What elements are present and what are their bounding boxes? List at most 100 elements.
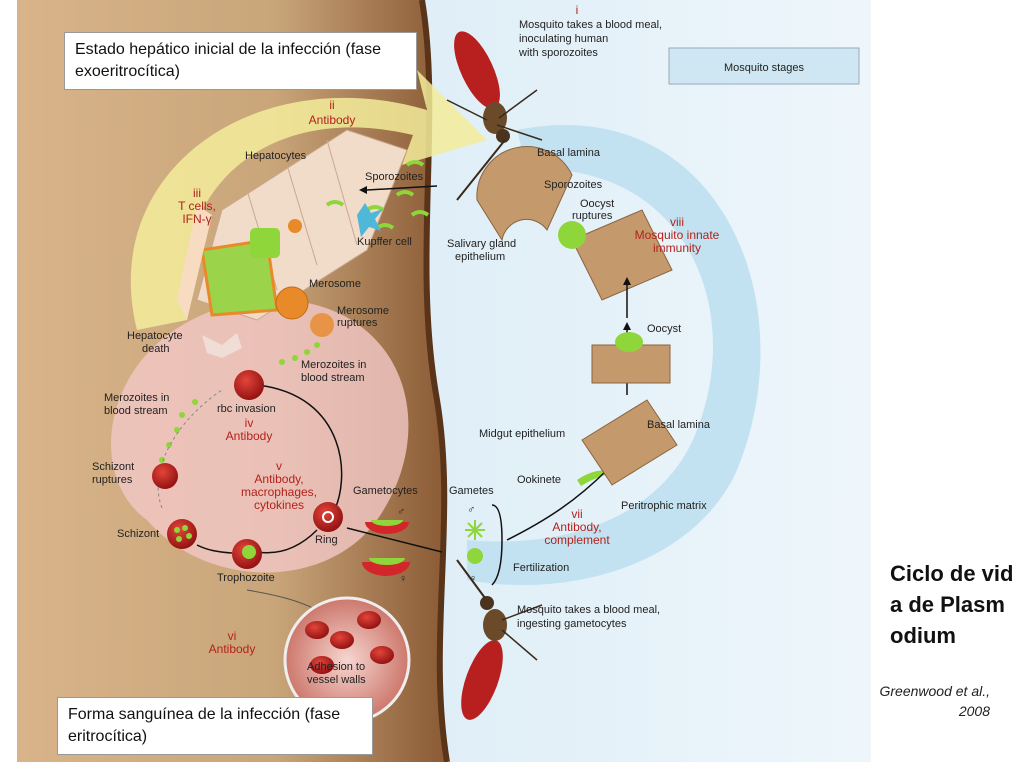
label-ookinete: Ookinete [517, 474, 561, 486]
liver-stage-label: Estado hepático inicial de la infección … [75, 41, 381, 80]
label-salivary-1: Salivary gland [447, 238, 516, 250]
mosquito-bottom-icon [456, 559, 543, 720]
label-blood-meal-3: with sporozoites [518, 47, 598, 59]
female-gamete-icon [467, 548, 483, 564]
label-hepatocytes: Hepatocytes [245, 150, 307, 162]
roman-ii: ii [329, 98, 334, 112]
label-ingest-1: Mosquito takes a blood meal, [517, 604, 660, 616]
schizont-icon [167, 519, 197, 549]
label-v-3: cytokines [254, 498, 304, 512]
label-schizont-ruptures-1: Schizont [92, 461, 134, 473]
label-merosome-ruptures-1: Merosome [337, 305, 389, 317]
male-gametocyte-icon [365, 522, 409, 534]
label-antibody-iv: Antibody [226, 429, 273, 443]
label-salivary-2: epithelium [455, 251, 505, 263]
midgut-oocyst-rupture-icon [571, 209, 673, 301]
label-basal-lamina-top: Basal lamina [537, 147, 601, 159]
caption-citation: Greenwood et al., 2008 [879, 683, 990, 719]
label-vii-2: complement [544, 533, 610, 547]
label-fertilization: Fertilization [513, 562, 569, 574]
blood-cycle-arrow-right [256, 384, 343, 516]
label-merosome: Merosome [309, 278, 361, 290]
label-gametes: Gametes [449, 485, 494, 497]
label-antibody-vi: Antibody [209, 642, 256, 656]
hepatocytes-icon [177, 129, 408, 321]
label-adhesion-1: Adhesion to [307, 661, 365, 673]
label-basal-lamina-mid: Basal lamina [647, 419, 711, 431]
male-gamete-symbol: ♂ [467, 504, 475, 516]
merosome-icon [275, 286, 309, 320]
roman-vi: vi [228, 629, 237, 643]
roman-viii: viii [670, 215, 684, 229]
label-v-2: macrophages, [241, 485, 317, 499]
label-vii-1: Antibody, [552, 520, 601, 534]
liver-stage-label-box: Estado hepático inicial de la infección … [64, 32, 417, 90]
label-blood-meal-1: Mosquito takes a blood meal, [519, 19, 662, 31]
roman-vii: vii [571, 507, 582, 521]
label-merosome-ruptures-2: ruptures [337, 317, 378, 329]
label-midgut: Midgut epithelium [479, 428, 565, 440]
mosquito-cycle-arrow [467, 125, 761, 586]
label-mero-blood-l-2: blood stream [104, 405, 168, 417]
liver-cycle-arrow [130, 70, 487, 330]
rbc-invasion-icon [234, 370, 264, 400]
label-adhesion-2: vessel walls [307, 674, 366, 686]
female-gametocyte-icon [362, 562, 410, 576]
female-gamete-symbol: ♀ [469, 573, 477, 585]
merosome-rupture-icon [310, 313, 334, 337]
mosquito-stages-label: Mosquito stages [724, 62, 805, 74]
roman-iii: iii [193, 186, 201, 200]
label-hep-death-2: death [142, 343, 170, 355]
roman-i: i [576, 3, 579, 17]
label-trophozoite: Trophozoite [217, 572, 275, 584]
mosquito-top-icon [446, 31, 543, 201]
label-tcells-1: T cells, [178, 199, 216, 213]
label-oocyst-ruptures-1: Oocyst [580, 198, 614, 210]
label-mero-blood-r-1: Merozoites in [301, 359, 366, 371]
label-sporozoites-right: Sporozoites [544, 179, 603, 191]
blood-stage-label-box: Forma sanguínea de la infección (fase er… [57, 697, 373, 755]
label-hep-death-1: Hepatocyte [127, 330, 183, 342]
label-ingest-2: ingesting gametocytes [517, 618, 627, 630]
fertilization-brace [491, 504, 503, 586]
label-schizont-ruptures-2: ruptures [92, 474, 133, 486]
roman-iv: iv [245, 416, 254, 430]
arrow-gametocytes [346, 527, 443, 553]
label-viii-2: immunity [653, 241, 701, 255]
label-viii-1: Mosquito innate [635, 228, 720, 242]
label-tcells-2: IFN-γ [182, 212, 211, 226]
label-peritrophic: Peritrophic matrix [621, 500, 707, 512]
label-rbc-invasion: rbc invasion [217, 403, 276, 415]
caption-title: Ciclo de vida de Plasmodium [890, 561, 1014, 648]
plasmodium-life-cycle-figure: Mosquito stages i Mosquito takes a blood… [17, 0, 871, 762]
label-antibody-ii: Antibody [309, 113, 356, 127]
male-gametocyte-symbol: ♂ [397, 506, 405, 518]
merozoites-icon [159, 342, 320, 463]
roman-v: v [276, 459, 282, 473]
blood-stage-label: Forma sanguínea de la infección (fase er… [68, 706, 341, 745]
label-mero-blood-l-1: Merozoites in [104, 392, 169, 404]
ring-icon [313, 502, 343, 532]
label-sporozoites-left: Sporozoites [365, 171, 424, 183]
label-v-1: Antibody, [254, 472, 303, 486]
label-gametocytes: Gametocytes [353, 485, 418, 497]
schizont-rupture-icon [152, 463, 178, 489]
life-cycle-diagram: Mosquito stages i Mosquito takes a blood… [17, 0, 871, 762]
mosquito-stages-tab [668, 47, 860, 85]
label-schizont: Schizont [117, 528, 159, 540]
label-oocyst-ruptures-2: ruptures [572, 210, 613, 222]
oocyst-icon [615, 332, 643, 352]
label-kupffer-cell: Kupffer cell [357, 236, 412, 248]
salivary-gland-icon [476, 146, 573, 242]
kupffer-cell-icon [357, 203, 383, 237]
arrow-sporozoites [366, 185, 438, 191]
label-oocyst: Oocyst [647, 323, 681, 335]
female-gametocyte-symbol: ♀ [399, 573, 407, 585]
label-blood-meal-2: inoculating human [519, 33, 608, 45]
male-gamete-icon [465, 520, 485, 540]
hepatocyte-death-icon [202, 333, 242, 358]
arrow-ookinete [506, 469, 608, 541]
label-ring: Ring [315, 534, 338, 546]
midgut-epithelium-icon [581, 399, 678, 486]
label-mero-blood-r-2: blood stream [301, 372, 365, 384]
